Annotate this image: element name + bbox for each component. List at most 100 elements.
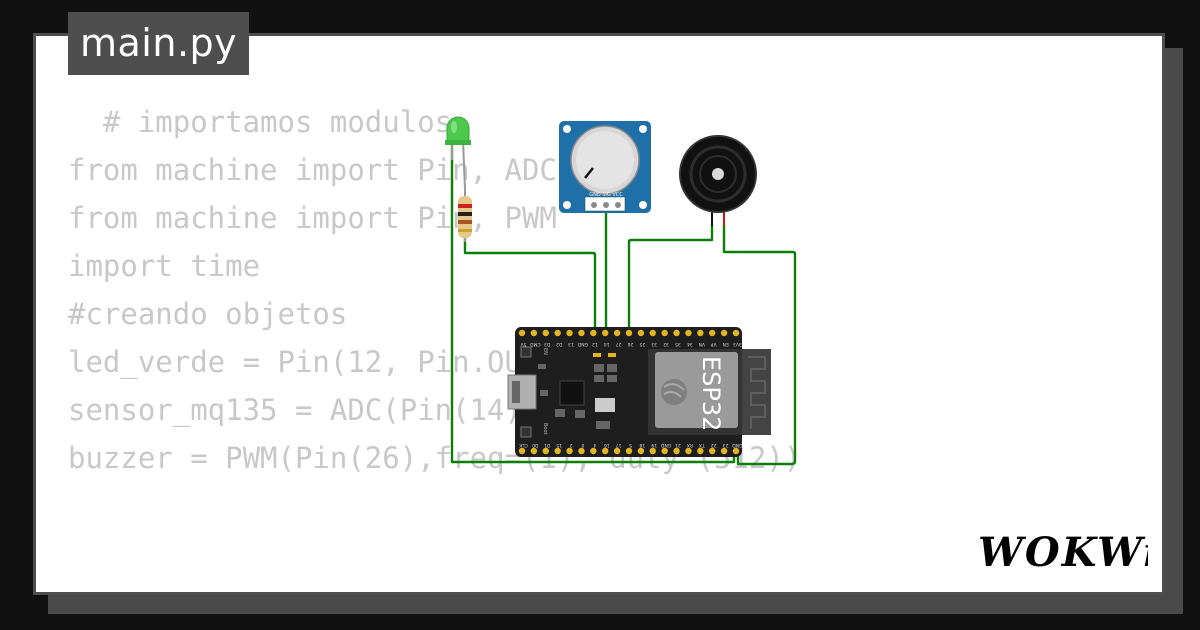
code-line: from machine import Pin, ADC <box>68 153 557 187</box>
top-pin[interactable] <box>542 329 549 337</box>
bottom-pin[interactable] <box>649 447 656 455</box>
bottom-pin[interactable] <box>590 447 597 455</box>
bottom-pin[interactable] <box>637 447 645 455</box>
bottom-pin-label: CLK <box>518 442 528 448</box>
bottom-pin[interactable] <box>697 447 704 455</box>
resistor[interactable] <box>458 188 472 242</box>
top-pin-label: 5V <box>520 341 527 347</box>
file-tab[interactable]: main.py <box>68 12 250 75</box>
bottom-pin[interactable] <box>673 447 680 455</box>
top-pin-label: 12 <box>592 341 598 347</box>
bottom-pin-label: 17 <box>616 442 622 448</box>
top-pin[interactable] <box>566 329 573 337</box>
resistor-band <box>458 212 472 216</box>
bottom-pin[interactable] <box>578 447 585 455</box>
bottom-pin-label: D0 <box>532 442 538 448</box>
bottom-pin[interactable] <box>554 447 561 455</box>
smd-component <box>575 410 585 418</box>
pot-pin-sig <box>603 202 609 208</box>
pot-knob <box>576 131 634 189</box>
bottom-pin-label: 2 <box>569 442 572 448</box>
smd-component <box>596 421 610 429</box>
top-pin[interactable] <box>590 329 597 337</box>
top-pin-label: 14 <box>604 341 610 347</box>
bottom-pin-label: 5 <box>629 442 632 448</box>
top-pin-label: 34 <box>687 341 693 347</box>
boot-button-label: Boot <box>542 423 548 435</box>
bottom-pin-label: 19 <box>651 442 657 448</box>
module-shield <box>655 352 738 428</box>
top-pin[interactable] <box>661 329 668 337</box>
smd-component <box>594 375 604 382</box>
bottom-pin[interactable] <box>566 447 573 455</box>
bottom-pin[interactable] <box>661 447 668 455</box>
bottom-pin[interactable] <box>613 447 621 455</box>
top-pin[interactable] <box>673 329 680 337</box>
bottom-pin-label: GND <box>732 442 743 448</box>
top-pin[interactable] <box>720 329 728 337</box>
smd-component <box>607 364 617 372</box>
buzzer[interactable] <box>679 135 757 226</box>
pot-pin-label: GND SIG VCC <box>589 192 623 198</box>
bottom-pin-label: 21 <box>675 442 681 448</box>
bottom-pin[interactable] <box>709 447 716 455</box>
top-pin[interactable] <box>578 329 585 337</box>
top-pin[interactable] <box>649 329 656 337</box>
wire-led-to-gpio12 <box>463 238 597 334</box>
smd-component <box>594 364 604 372</box>
bottom-pin[interactable] <box>542 447 549 455</box>
pot-mount-hole <box>563 201 571 209</box>
code-line: sensor_mq135 = ADC(Pin(14)) <box>68 393 540 427</box>
green-led[interactable] <box>445 116 471 191</box>
top-pin[interactable] <box>709 329 716 337</box>
bottom-pin[interactable] <box>602 447 609 455</box>
bottom-pin[interactable] <box>732 447 740 455</box>
top-pin[interactable] <box>530 329 538 337</box>
bottom-pin[interactable] <box>530 447 538 455</box>
led-rim <box>445 140 471 145</box>
smd-component <box>555 409 565 417</box>
smd-component <box>538 364 546 369</box>
buzzer-ring <box>699 155 737 193</box>
top-pin-label: 13 <box>568 341 574 347</box>
top-pin[interactable] <box>685 329 692 337</box>
code-line: #creando objetos <box>68 297 348 331</box>
bottom-pin[interactable] <box>625 447 633 455</box>
top-pin-label: 32 <box>663 341 669 347</box>
top-pin[interactable] <box>697 329 704 337</box>
bottom-pin[interactable] <box>518 447 526 455</box>
bottom-pin-label: 16 <box>604 442 610 448</box>
bottom-pin-label: RX <box>687 442 693 448</box>
resistor-band <box>458 220 472 224</box>
top-pin[interactable] <box>613 329 621 337</box>
top-pin[interactable] <box>602 329 609 337</box>
bottom-pin-label: GND <box>660 442 671 448</box>
top-pin-label: VN <box>699 341 705 347</box>
top-pin-label: CMD <box>530 341 541 347</box>
top-pin[interactable] <box>518 329 526 337</box>
bottom-pin-label: 18 <box>639 442 645 448</box>
bottom-pin-label: 4 <box>593 442 596 448</box>
usb-uart-chip <box>559 380 585 406</box>
potentiometer[interactable]: GND SIG VCC <box>559 121 651 213</box>
led-body <box>446 116 470 143</box>
bottom-pin-label: TX <box>699 442 706 448</box>
board-antenna <box>742 349 771 435</box>
buzzer-ring <box>689 145 747 203</box>
smd-led <box>593 353 601 357</box>
top-pin[interactable] <box>637 329 645 337</box>
top-pin[interactable] <box>554 329 561 337</box>
top-pin[interactable] <box>625 329 633 337</box>
top-pin-label: D3 <box>544 341 550 347</box>
wokwi-logo-text: WOKWi <box>978 529 1148 576</box>
bottom-pin[interactable] <box>685 447 692 455</box>
wokwi-logo[interactable]: WOKWi <box>978 528 1148 576</box>
bottom-pin[interactable] <box>720 447 728 455</box>
led-highlight <box>451 121 457 133</box>
top-pin[interactable] <box>732 329 740 337</box>
code-line: led_verde = Pin(12, Pin.OUT) <box>68 345 557 379</box>
